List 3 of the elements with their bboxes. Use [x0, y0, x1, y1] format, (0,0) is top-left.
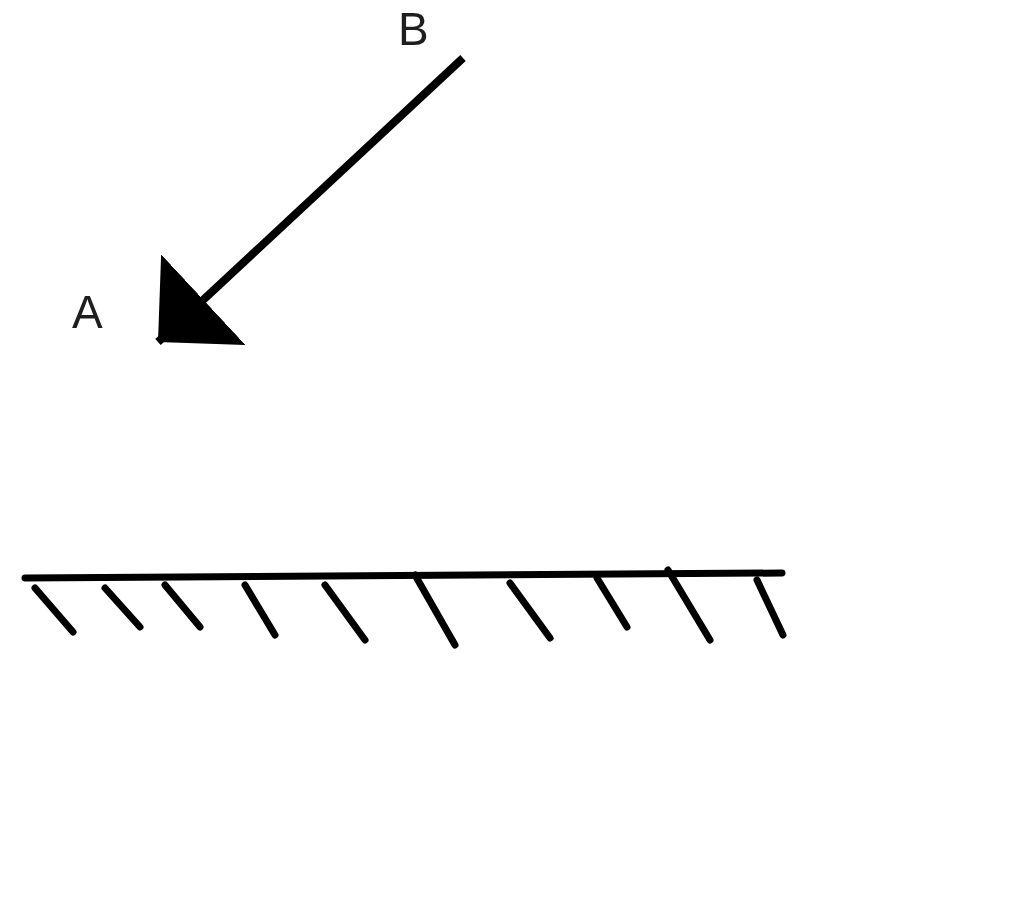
point-label: A	[72, 289, 103, 335]
point-label: B	[398, 6, 429, 52]
arrow	[155, 55, 466, 346]
